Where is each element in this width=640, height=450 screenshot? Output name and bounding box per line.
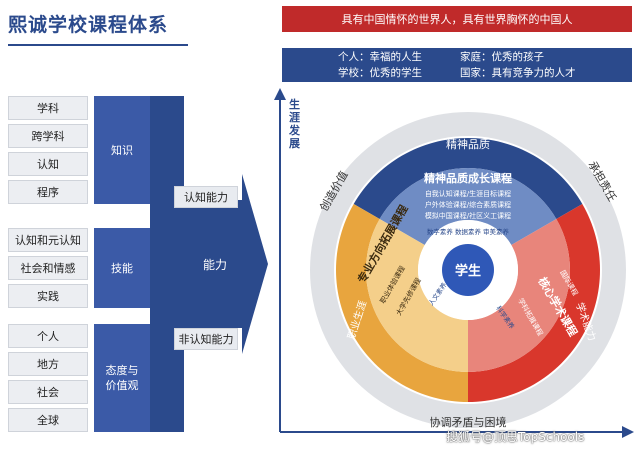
center-circle <box>442 244 494 296</box>
axes <box>274 88 634 438</box>
goal-personal: 个人：幸福的人生 <box>338 51 422 63</box>
course-wheel: 学生 创造价值 承担责任 协调矛盾与困境 精神品质 学术能力 职业生涯 精神品质… <box>310 112 626 429</box>
group-skills: 技能 <box>94 228 150 308</box>
y-axis-arrow <box>274 88 286 100</box>
segment-top-fill <box>379 168 557 245</box>
group-attitudes-label-line1: 态度与 <box>105 364 139 377</box>
ability-center-label: 能力 <box>202 258 227 272</box>
page-title: 熙诚学校课程体系 <box>8 14 169 36</box>
center-label: 学生 <box>455 263 481 279</box>
item-procedure: 程序 <box>8 180 88 204</box>
goal-bottom-bar: 个人：幸福的人生 家庭：优秀的孩子 学校：优秀的学生 国家：具有竞争力的人才 <box>282 48 632 82</box>
ability-cognitive: 认知能力 <box>174 186 238 208</box>
segment-left-ring <box>336 204 468 402</box>
segment-top-ring <box>353 138 583 219</box>
group-attitudes-label-line2: 价值观 <box>105 379 139 392</box>
segment-right-fill <box>468 219 570 372</box>
segment-top-line-2: 户外体验课程/综合素质课程 <box>425 200 511 209</box>
y-axis-label: 生涯发展 <box>289 98 300 150</box>
group-knowledge-label: 知识 <box>111 143 133 157</box>
segment-right-ring <box>468 204 600 402</box>
inner-label-top: 数字素养 数据素养 审美素养 <box>427 227 510 236</box>
title-underline <box>8 44 188 46</box>
segment-top-title: 精神品质成长课程 <box>424 171 512 185</box>
group-skills-label: 技能 <box>111 261 133 275</box>
item-interdisciplinary: 跨学科 <box>8 124 88 148</box>
item-personal: 个人 <box>8 324 88 348</box>
item-local: 地方 <box>8 352 88 376</box>
item-metacognition: 认知和元认知 <box>8 228 88 252</box>
outer-label-bottom: 协调矛盾与困境 <box>430 415 507 429</box>
group-knowledge: 知识 <box>94 96 150 204</box>
item-subject: 学科 <box>8 96 88 120</box>
group-attitudes-values: 态度与 价值观 <box>94 324 150 432</box>
ability-non-cognitive: 非认知能力 <box>174 328 238 350</box>
segment-top-line-3: 模拟中国课程/社区义工课程 <box>425 211 511 220</box>
segment-left-fill <box>366 219 468 372</box>
item-global: 全球 <box>8 408 88 432</box>
ring-label-top: 精神品质 <box>446 137 490 151</box>
watermark: 搜狐号@顶思TopSchools <box>446 430 585 444</box>
item-cognition: 认知 <box>8 152 88 176</box>
item-society: 社会 <box>8 380 88 404</box>
item-social-emotional: 社会和情感 <box>8 256 88 280</box>
segment-top-line-1: 自我认知课程/生涯目标课程 <box>425 189 511 198</box>
goal-school: 学校：优秀的学生 <box>338 67 422 79</box>
goal-family: 家庭：优秀的孩子 <box>460 51 544 63</box>
goal-top-bar: 具有中国情怀的世界人，具有世界胸怀的中国人 <box>282 6 632 32</box>
item-practice: 实践 <box>8 284 88 308</box>
x-axis-arrow <box>622 426 634 438</box>
goal-nation: 国家：具有竞争力的人才 <box>460 67 576 79</box>
